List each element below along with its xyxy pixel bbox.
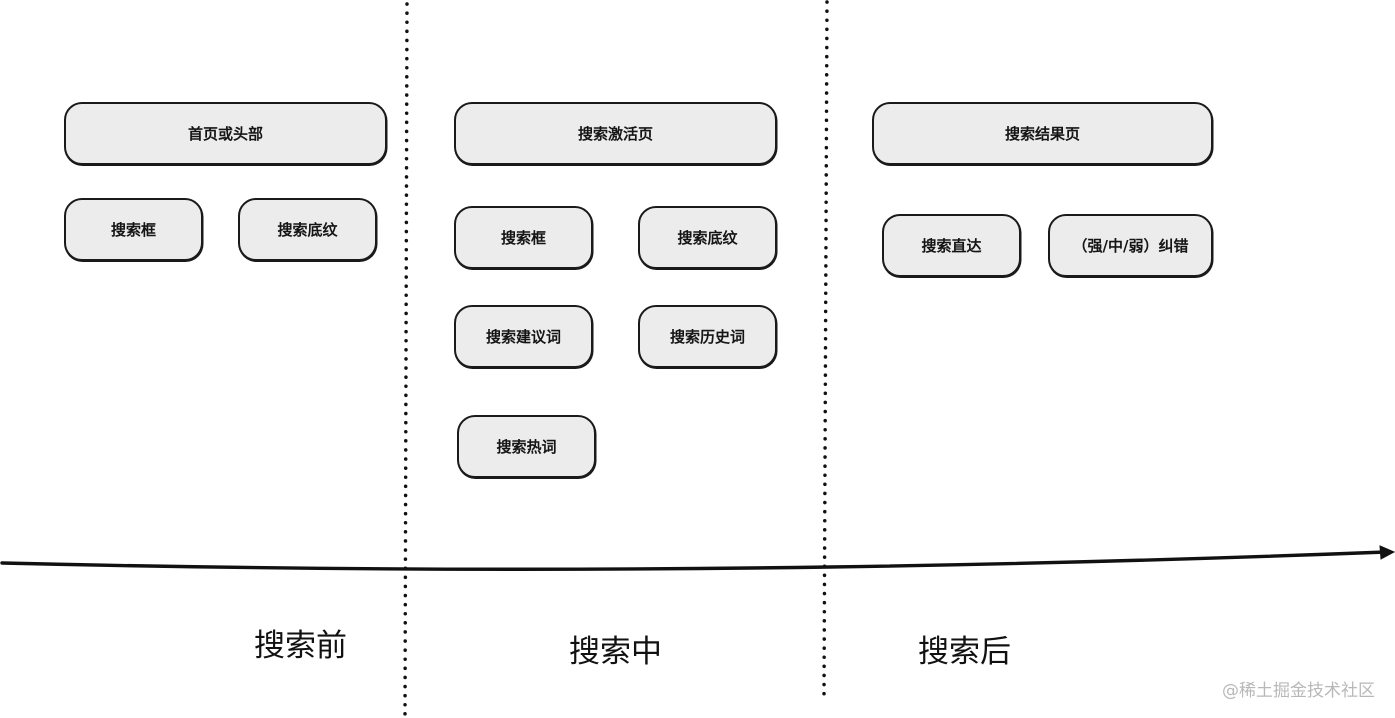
box-search-activation-page-label: 搜索激活页 xyxy=(577,125,653,143)
box-search-input-during-label: 搜索框 xyxy=(500,229,546,247)
box-search-direct: 搜索直达 xyxy=(882,214,1021,277)
box-search-input-before: 搜索框 xyxy=(64,198,203,261)
box-search-placeholder-during: 搜索底纹 xyxy=(638,206,777,269)
box-search-placeholder-before-label: 搜索底纹 xyxy=(277,221,338,239)
divider-during-after xyxy=(822,0,829,700)
watermark: @稀土掘金技术社区 xyxy=(1222,681,1375,701)
box-search-results-page-label: 搜索结果页 xyxy=(1004,125,1080,143)
box-search-results-page: 搜索结果页 xyxy=(872,102,1213,165)
box-search-hot-words: 搜索热词 xyxy=(457,415,596,478)
box-error-correction: （强/中/弱）纠错 xyxy=(1048,214,1213,277)
box-search-history: 搜索历史词 xyxy=(638,305,777,368)
box-search-placeholder-before: 搜索底纹 xyxy=(238,198,377,261)
box-home-or-header: 首页或头部 xyxy=(64,102,387,165)
box-search-activation-page: 搜索激活页 xyxy=(454,102,777,165)
timeline-arrow-line xyxy=(0,550,1388,571)
box-search-hot-words-label: 搜索热词 xyxy=(496,438,557,456)
box-search-suggestions: 搜索建议词 xyxy=(454,305,593,368)
box-search-history-label: 搜索历史词 xyxy=(669,328,745,346)
box-search-direct-label: 搜索直达 xyxy=(921,237,982,255)
box-search-suggestions-label: 搜索建议词 xyxy=(485,328,561,346)
divider-before-during xyxy=(403,2,409,718)
timeline-arrow-head xyxy=(1379,545,1395,560)
stage-label-after: 搜索后 xyxy=(918,634,1011,670)
stage-label-before: 搜索前 xyxy=(254,628,347,664)
stage-label-during: 搜索中 xyxy=(569,634,662,670)
box-home-or-header-label: 首页或头部 xyxy=(187,125,263,143)
box-search-input-during: 搜索框 xyxy=(454,206,593,269)
box-error-correction-label: （强/中/弱）纠错 xyxy=(1072,237,1189,255)
box-search-input-before-label: 搜索框 xyxy=(110,221,156,239)
box-search-placeholder-during-label: 搜索底纹 xyxy=(677,229,738,247)
